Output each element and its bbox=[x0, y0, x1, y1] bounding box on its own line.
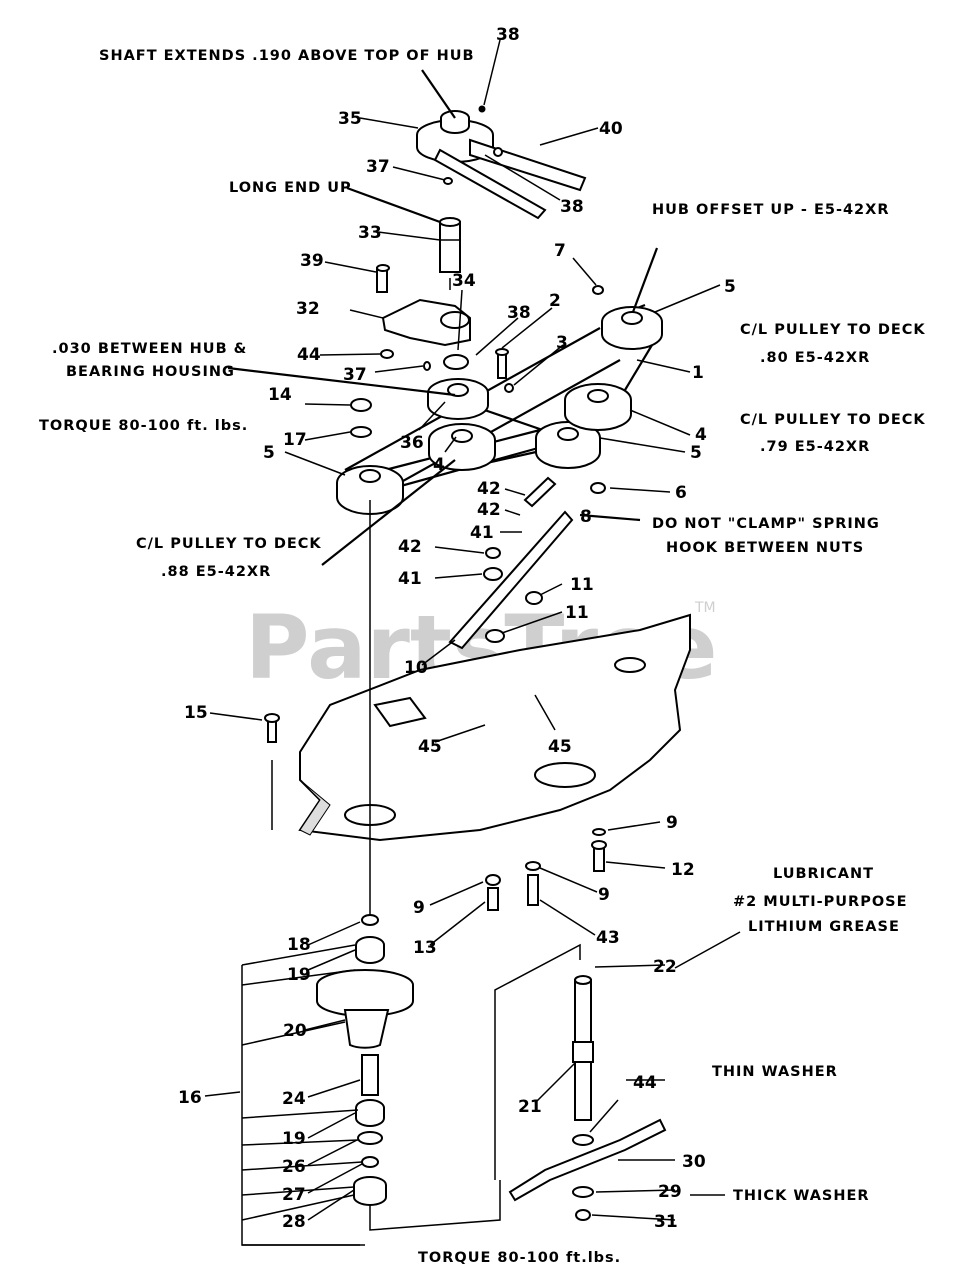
callout-33: 33 bbox=[358, 223, 382, 243]
callout-1: 1 bbox=[692, 363, 704, 383]
callout-9: 9 bbox=[598, 885, 610, 905]
callout-9: 9 bbox=[666, 813, 678, 833]
callout-5: 5 bbox=[263, 443, 275, 463]
callout-7: 7 bbox=[554, 241, 566, 261]
deck-plate bbox=[264, 613, 691, 842]
note-cl-80-line2: .80 E5-42XR bbox=[760, 350, 870, 366]
note-long-end-up: LONG END UP bbox=[229, 180, 352, 196]
callout-42: 42 bbox=[477, 500, 501, 520]
callout-21: 21 bbox=[518, 1097, 542, 1117]
callout-2: 2 bbox=[549, 291, 561, 311]
callout-16: 16 bbox=[178, 1088, 202, 1108]
callout-41: 41 bbox=[398, 569, 422, 589]
note-cl-79-line1: C/L PULLEY TO DECK bbox=[740, 412, 926, 428]
callout-9: 9 bbox=[413, 898, 425, 918]
callout-22: 22 bbox=[653, 957, 677, 977]
callout-31: 31 bbox=[654, 1212, 678, 1232]
note-torque-bottom: TORQUE 80-100 ft.lbs. bbox=[418, 1250, 621, 1266]
callout-17: 17 bbox=[283, 430, 307, 450]
note-lube-line2: #2 MULTI-PURPOSE bbox=[733, 894, 908, 910]
callout-38: 38 bbox=[496, 25, 520, 45]
callout-43: 43 bbox=[596, 928, 620, 948]
note-hub-offset: HUB OFFSET UP - E5-42XR bbox=[652, 202, 889, 218]
callout-28: 28 bbox=[282, 1212, 306, 1232]
callout-11: 11 bbox=[570, 575, 594, 595]
callout-44: 44 bbox=[633, 1073, 657, 1093]
blade-shaft-assembly bbox=[494, 943, 667, 1221]
watermark-tm: TM bbox=[694, 600, 716, 616]
callout-13: 13 bbox=[413, 938, 437, 958]
note-cl-79-line2: .79 E5-42XR bbox=[760, 439, 870, 455]
callout-19: 19 bbox=[282, 1129, 306, 1149]
note-spring-line2: HOOK BETWEEN NUTS bbox=[666, 540, 864, 556]
note-thin-washer: THIN WASHER bbox=[712, 1064, 838, 1080]
note-spring-line1: DO NOT "CLAMP" SPRING bbox=[652, 516, 880, 532]
callout-32: 32 bbox=[296, 299, 320, 319]
callout-34: 34 bbox=[452, 271, 476, 291]
callout-38: 38 bbox=[560, 197, 584, 217]
belt-and-pulleys bbox=[336, 285, 663, 515]
callout-27: 27 bbox=[282, 1185, 306, 1205]
note-torque-top: TORQUE 80-100 ft. lbs. bbox=[39, 418, 248, 434]
callout-8: 8 bbox=[580, 507, 592, 527]
callout-29: 29 bbox=[658, 1182, 682, 1202]
callout-40: 40 bbox=[599, 119, 623, 139]
callout-14: 14 bbox=[268, 385, 292, 405]
callout-37: 37 bbox=[343, 365, 367, 385]
callout-26: 26 bbox=[282, 1157, 306, 1177]
deck-bolts bbox=[485, 828, 607, 911]
note-gap-line2: BEARING HOUSING bbox=[66, 364, 235, 380]
callout-4: 4 bbox=[695, 425, 707, 445]
callout-12: 12 bbox=[671, 860, 695, 880]
callout-6: 6 bbox=[675, 483, 687, 503]
callout-36: 36 bbox=[400, 433, 424, 453]
callout-4: 4 bbox=[433, 455, 445, 475]
callout-30: 30 bbox=[682, 1152, 706, 1172]
idler-bracket-32 bbox=[376, 264, 471, 371]
note-gap-line1: .030 BETWEEN HUB & bbox=[52, 341, 247, 357]
top-pulley-assembly bbox=[416, 105, 587, 220]
callout-35: 35 bbox=[338, 109, 362, 129]
callout-19: 19 bbox=[287, 965, 311, 985]
callout-5: 5 bbox=[690, 443, 702, 463]
note-thick-washer: THICK WASHER bbox=[733, 1188, 870, 1204]
callout-42: 42 bbox=[477, 479, 501, 499]
callout-24: 24 bbox=[282, 1089, 306, 1109]
callout-15: 15 bbox=[184, 703, 208, 723]
callout-45: 45 bbox=[548, 737, 572, 757]
callout-44: 44 bbox=[297, 345, 321, 365]
callout-18: 18 bbox=[287, 935, 311, 955]
callout-45: 45 bbox=[418, 737, 442, 757]
note-lube-line3: LITHIUM GREASE bbox=[748, 919, 900, 935]
idler-arm-10 bbox=[448, 476, 574, 738]
callout-3: 3 bbox=[556, 333, 568, 353]
callout-42: 42 bbox=[398, 537, 422, 557]
shaft-33 bbox=[439, 217, 461, 290]
callout-39: 39 bbox=[300, 251, 324, 271]
callout-10: 10 bbox=[404, 658, 428, 678]
note-cl-80-line1: C/L PULLEY TO DECK bbox=[740, 322, 926, 338]
note-cl-88-line2: .88 E5-42XR bbox=[161, 564, 271, 580]
callout-5: 5 bbox=[724, 277, 736, 297]
note-shaft-extends: SHAFT EXTENDS .190 ABOVE TOP OF HUB bbox=[99, 48, 475, 64]
callout-38: 38 bbox=[507, 303, 531, 323]
leader-lines bbox=[204, 39, 741, 1246]
callout-41: 41 bbox=[470, 523, 494, 543]
note-lube-line1: LUBRICANT bbox=[773, 866, 874, 882]
callout-11: 11 bbox=[565, 603, 589, 623]
callout-37: 37 bbox=[366, 157, 390, 177]
callout-20: 20 bbox=[283, 1021, 307, 1041]
note-cl-88-line1: C/L PULLEY TO DECK bbox=[136, 536, 322, 552]
